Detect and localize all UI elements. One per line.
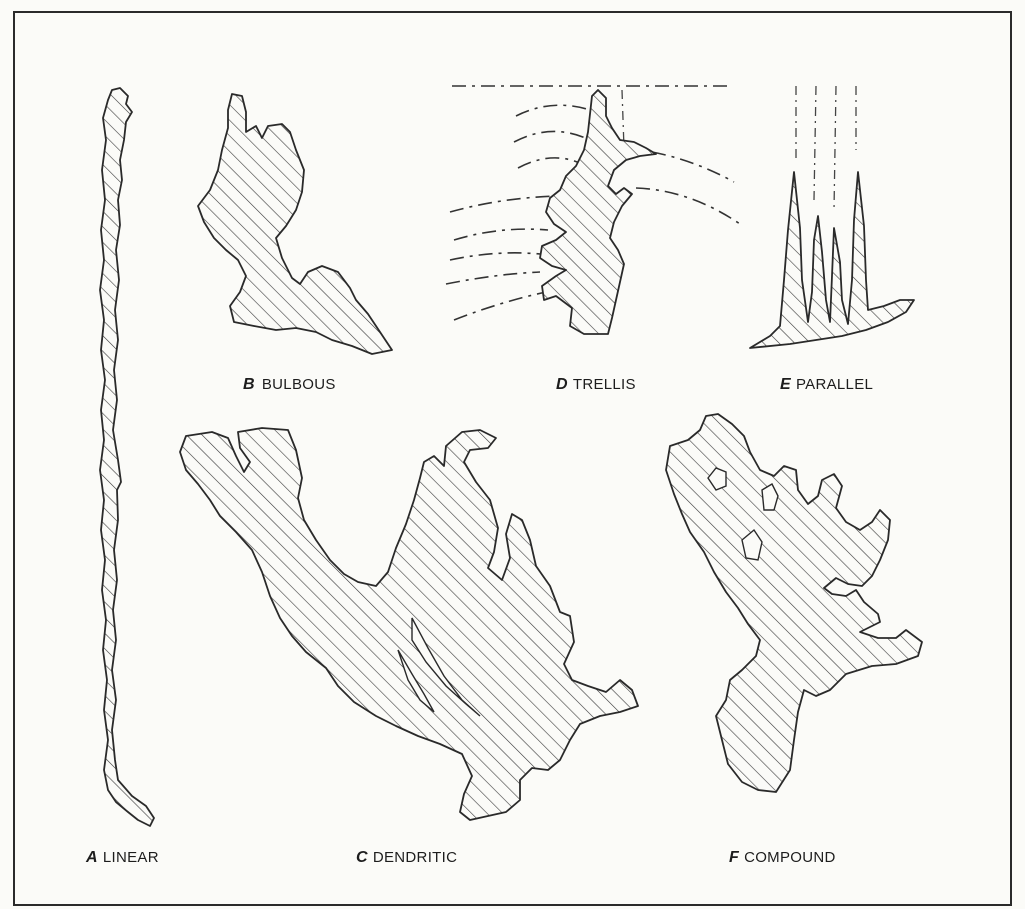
panel-label-linear: ALINEAR	[85, 849, 159, 866]
panel-label-compound: FCOMPOUND	[729, 849, 836, 866]
